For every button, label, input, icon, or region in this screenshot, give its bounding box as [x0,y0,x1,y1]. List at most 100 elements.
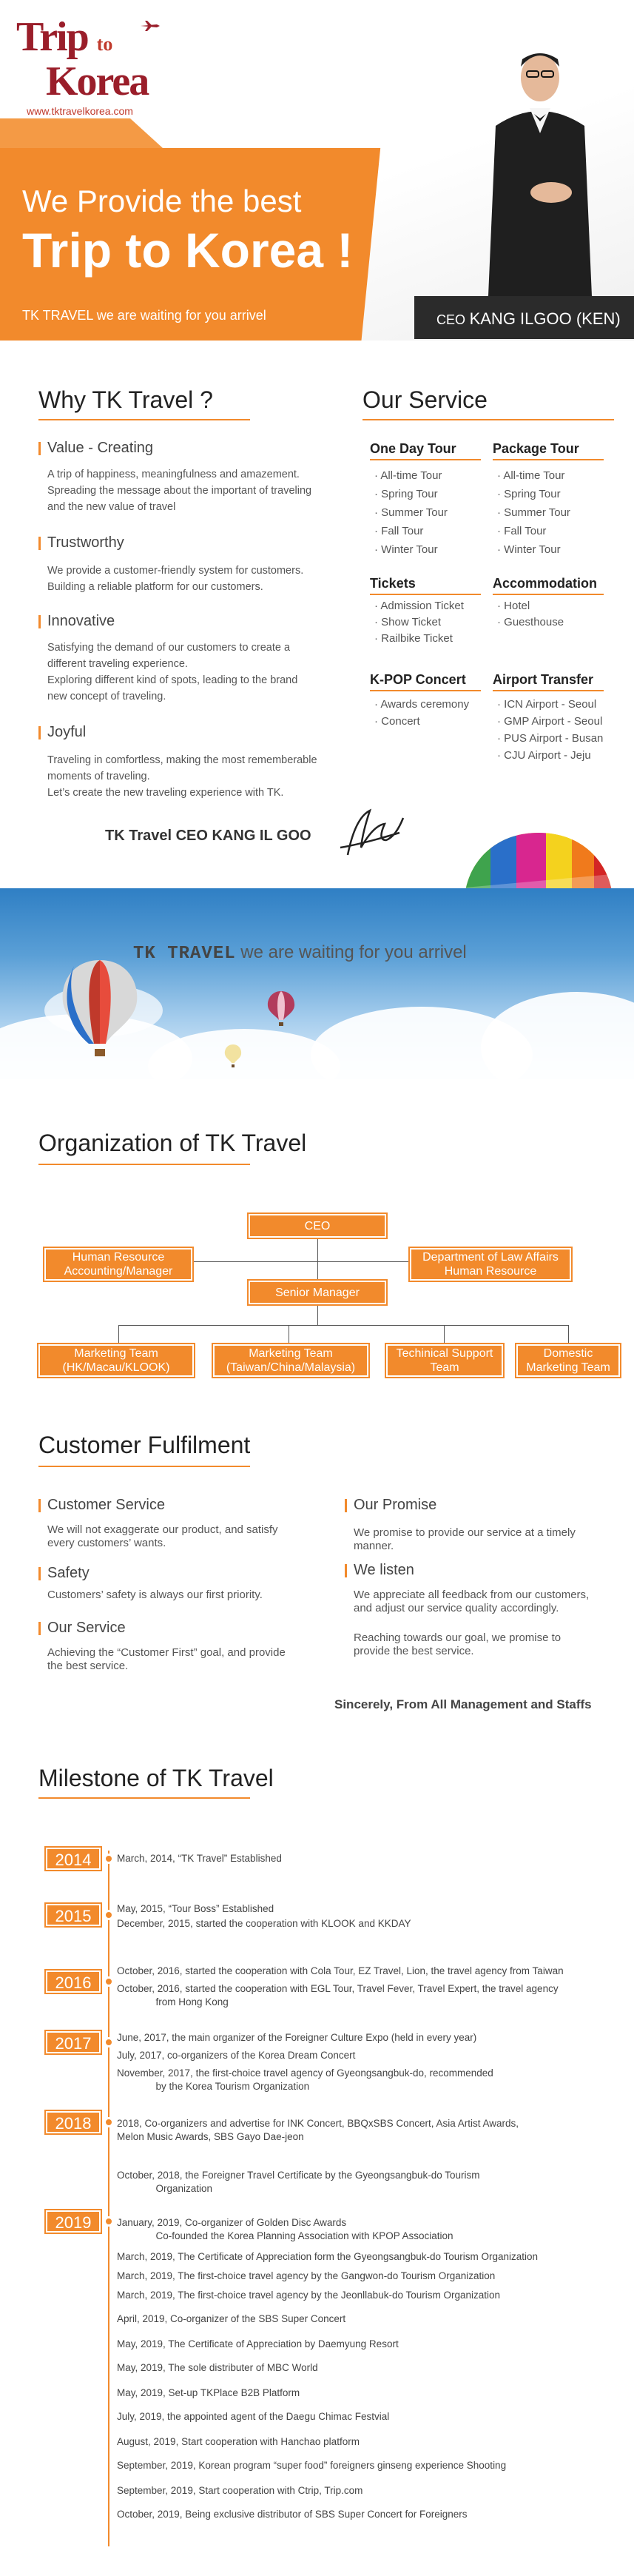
timeline-event: March, 2019, The first-choice travel age… [117,2270,496,2281]
service-group-underline [370,594,481,595]
service-item[interactable]: CJU Airport - Jeju [497,747,603,764]
logo-to: to [96,33,113,55]
timeline-event: May, 2015, “Tour Boss” Established [117,1903,274,1914]
timeline-event: October, 2016, started the cooperation w… [117,1965,564,1976]
timeline-event: March, 2019, The first-choice travel age… [117,2290,501,2301]
service-item[interactable]: Spring Tour [497,485,570,503]
timeline-event: October, 2019, Being exclusive distribut… [117,2509,468,2520]
timeline-event: July, 2017, co-organizers of the Korea D… [117,2050,356,2061]
service-item[interactable]: All-time Tour [497,466,570,485]
hot-air-balloon-mid [62,960,138,1056]
why-item-text: We provide a customer-friendly system fo… [47,565,304,593]
service-item[interactable]: Railbike Ticket [374,631,464,647]
timeline-dot [104,1976,114,1987]
timeline-year: 2019 [44,2209,102,2234]
hero-tagline-2: Trip to Korea ! [22,223,354,278]
cf-item-title: Safety [38,1565,90,1582]
org-box-senior-manager: Senior Manager [247,1279,388,1306]
service-group-title: Package Tour [493,441,579,456]
why-item-title: Innovative [38,613,115,630]
hero-banner: Trip to Korea www.tktravelkorea.com We P… [0,0,634,341]
hot-air-balloon-tiny [224,1044,242,1067]
service-list: ICN Airport - Seoul GMP Airport - Seoul … [497,696,603,764]
milestone-title-underline [38,1797,250,1799]
service-item[interactable]: Summer Tour [497,503,570,522]
ceo-name-band [414,296,634,339]
timeline-event: November, 2017, the first-choice travel … [117,2067,493,2092]
service-title-underline [362,419,614,420]
org-box-team: Marketing Team (HK/Macau/KLOOK) [37,1343,195,1378]
cf-item-text: Achieving the “Customer First” goal, and… [47,1646,286,1672]
org-title: Organization of TK Travel [38,1130,307,1156]
why-title: Why TK Travel ? [38,386,213,413]
timeline-event: July, 2019, the appointed agent of the D… [117,2411,390,2422]
service-item[interactable]: Hotel [497,598,564,614]
timeline-line [108,1851,109,2546]
sky-banner: TK TRAVEL we are waiting for you arrivel [0,888,634,1079]
ceo-signature-text: TK Travel CEO KANG IL GOO [105,828,311,844]
service-item[interactable]: Winter Tour [497,540,570,559]
timeline-event: August, 2019, Start cooperation with Han… [117,2436,360,2447]
org-title-underline [38,1164,250,1165]
service-item[interactable]: Guesthouse [497,614,564,631]
service-item[interactable]: Fall Tour [497,522,570,540]
service-group-title: Accommodation [493,576,598,591]
timeline-year: 2015 [44,1902,102,1928]
cf-item-text: We will not exaggerate our product, and … [47,1523,278,1549]
timeline-event: January, 2019, Co-organizer of Golden Di… [117,2217,453,2241]
ceo-portrait [488,53,592,296]
service-list: Hotel Guesthouse [497,598,564,631]
cf-item-title: We listen [345,1562,414,1579]
timeline-dot [104,2117,114,2127]
sky-brand: TK TRAVEL [133,944,236,964]
milestone-title: Milestone of TK Travel [38,1765,274,1791]
service-item[interactable]: GMP Airport - Seoul [497,713,603,730]
service-item[interactable]: Admission Ticket [374,598,464,614]
cf-item-text: Reaching towards our goal, we promise to… [354,1631,562,1657]
cf-item-text: We promise to provide our service at a t… [354,1526,576,1552]
brand-logo[interactable]: Trip to Korea www.tktravelkorea.com [16,16,149,117]
service-group-underline [370,459,481,460]
service-item[interactable]: PUS Airport - Busan [497,730,603,747]
service-item[interactable]: All-time Tour [374,466,448,485]
cf-sincerely: Sincerely, From All Management and Staff… [334,1697,592,1711]
timeline-event: March, 2019, The Certificate of Apprecia… [117,2251,539,2262]
service-item[interactable]: Awards ceremony [374,696,469,713]
service-group-underline [370,690,481,691]
service-item[interactable]: Concert [374,713,469,730]
service-group-underline [493,594,604,595]
logo-url[interactable]: www.tktravelkorea.com [27,105,133,117]
timeline-event: 2018, Co-organizers and advertise for IN… [117,2118,519,2142]
service-item[interactable]: Fall Tour [374,522,448,540]
service-item[interactable]: ICN Airport - Seoul [497,696,603,713]
ceo-label: CEO KANG ILGOO (KEN) [436,309,621,329]
why-title-underline [38,419,250,420]
ceo-name: KANG ILGOO (KEN) [469,309,621,328]
hero-tagline-1: We Provide the best [22,184,302,218]
airplane-icon [141,21,160,31]
timeline-year: 2018 [44,2110,102,2135]
org-box-law: Department of Law Affairs Human Resource [408,1247,573,1282]
timeline-dot [104,1910,114,1920]
service-item[interactable]: Winter Tour [374,540,448,559]
service-group-title: One Day Tour [370,441,456,456]
hero-accent-band [0,118,163,148]
timeline-dot [104,1854,114,1864]
timeline-year: 2017 [44,2030,102,2055]
cf-item-text: We appreciate all feedback from our cust… [354,1589,590,1614]
cf-title: Customer Fulfilment [38,1432,251,1458]
timeline-event: September, 2019, Korean program “super f… [117,2460,507,2471]
service-list: All-time Tour Spring Tour Summer Tour Fa… [374,466,448,559]
cloud-shape [481,992,634,1079]
hero-orange-band [0,148,381,341]
service-item[interactable]: Summer Tour [374,503,448,522]
timeline-event: March, 2014, “TK Travel” Established [117,1853,282,1864]
timeline-year: 2014 [44,1846,102,1871]
cf-item-title: Our Service [38,1620,126,1637]
timeline-event: October, 2016, started the cooperation w… [117,1983,559,2008]
service-group-underline [493,690,604,691]
why-item-title: Joyful [38,724,86,741]
service-item[interactable]: Spring Tour [374,485,448,503]
cf-item-text: Customers’ safety is always our first pr… [47,1589,263,1601]
service-item[interactable]: Show Ticket [374,614,464,631]
